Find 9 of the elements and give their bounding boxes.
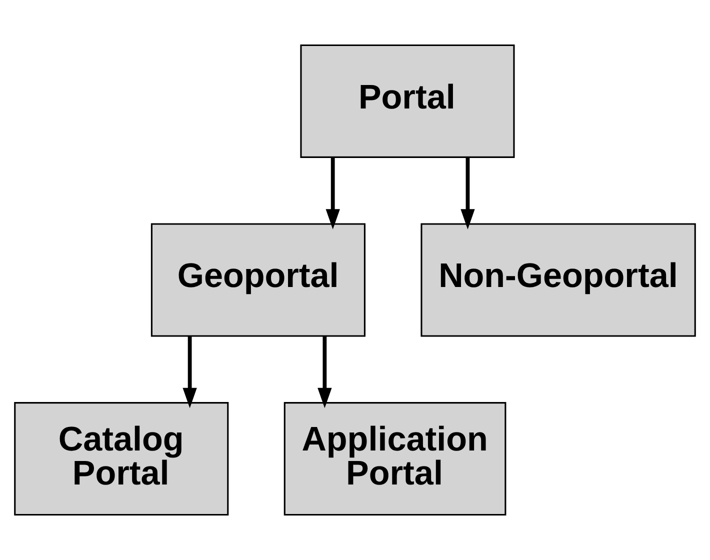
node-box: Geoportal [150, 223, 366, 337]
node-box: Catalog Portal [14, 402, 229, 516]
node-box: Portal [300, 44, 515, 158]
node-box: Application Portal [284, 402, 506, 516]
node-box: Non-Geoportal [420, 223, 696, 337]
arrow [460, 157, 475, 230]
arrow [318, 336, 332, 408]
arrow [182, 336, 197, 408]
arrow [326, 157, 340, 230]
